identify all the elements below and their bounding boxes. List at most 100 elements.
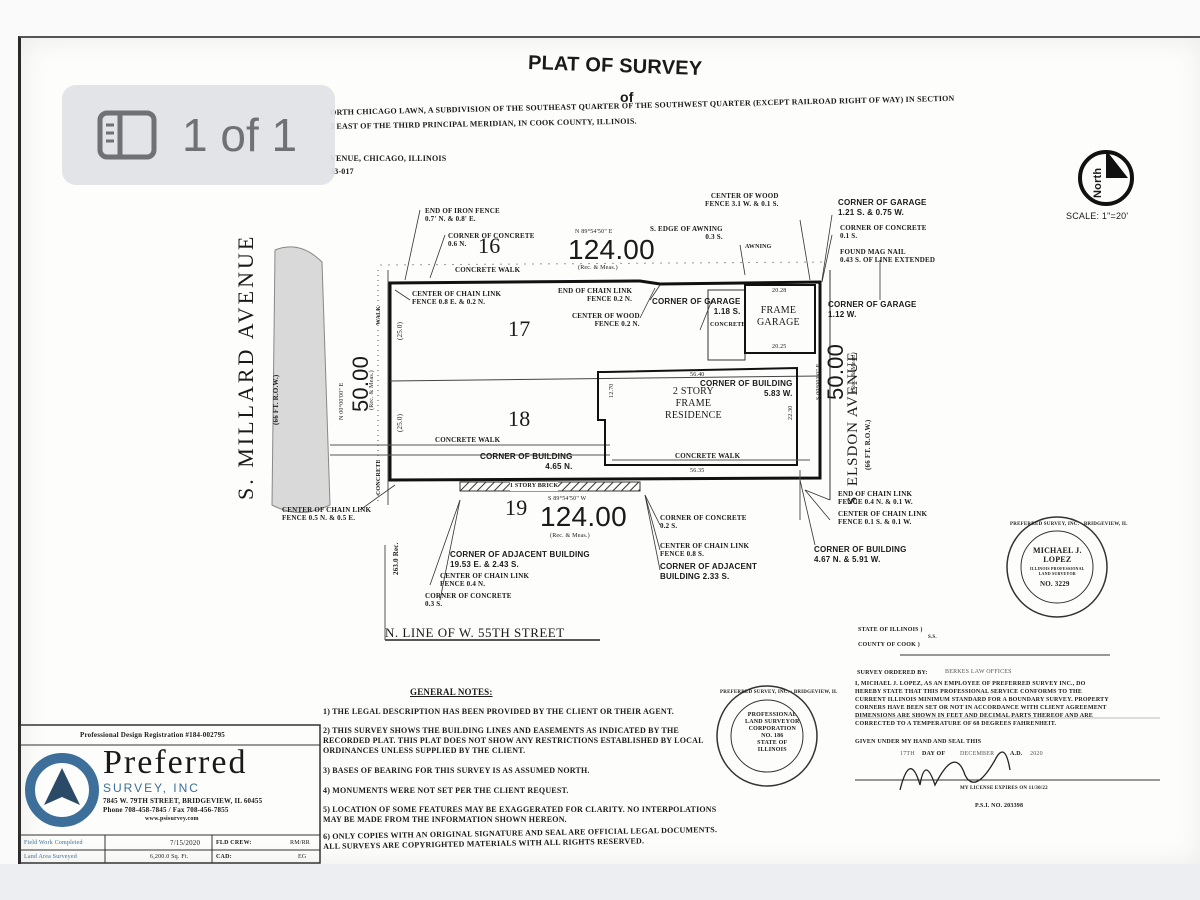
title-block-frame	[19, 724, 321, 864]
cert-psi: P.S.I. NO. 203398	[975, 803, 1024, 809]
frame-garage-label: FRAME GARAGE	[757, 305, 800, 328]
street-s-millard: S. MILLARD AVENUE	[233, 233, 258, 500]
lot-line	[389, 375, 821, 382]
seal-corporation-ring: PREFERRED SURVEY, INC. · BRIDGEVIEW, IL	[720, 690, 838, 695]
callout: CORNER OF CONCRETE 0.3 S.	[425, 592, 512, 608]
south-rec-meas: (Rec. & Meas.)	[550, 533, 590, 539]
callout: CORNER OF BUILDING 4.67 N. & 5.91 W.	[814, 545, 907, 564]
cert-ordered-label: SURVEY ORDERED BY:	[857, 670, 928, 676]
callout: CORNER OF CONCRETE 0.2 S.	[660, 514, 747, 530]
page-indicator-text: 1 of 1	[182, 109, 298, 161]
north-bearing: N 89°54'50" E	[575, 229, 613, 235]
crew-value: RM/RR	[290, 840, 311, 846]
cert-day-label: DAY OF	[922, 751, 946, 757]
south-street-line: N. LINE OF W. 55TH STREET	[385, 625, 565, 640]
north-arrow-icon	[1078, 150, 1134, 206]
elsdon-row: (66 FT. R.O.W.)	[864, 419, 872, 470]
signature	[899, 751, 1011, 791]
concrete-pad-label: CONCRETE	[710, 322, 746, 328]
south-distance: 124.00	[540, 501, 627, 532]
callout: FOUND MAG NAIL 0.43 S. OF LINE EXTENDED	[840, 248, 936, 264]
seal-surveyor-number: NO. 3229	[1040, 580, 1070, 588]
callout: CORNER OF BUILDING 5.83 W.	[700, 379, 793, 398]
south-distance: 263.0 Rec.	[392, 542, 400, 575]
cert-state: STATE OF ILLINOIS )	[858, 627, 923, 633]
land-area-label: Land Area Surveyed	[24, 854, 77, 860]
callout: CORNER OF ADJACENT BUILDING 19.53 E. & 2…	[450, 550, 590, 569]
callout: CENTER OF CHAIN LINK FENCE 0.8 E. & 0.2 …	[412, 290, 502, 306]
callout: S. EDGE OF AWNING 0.3 S.	[650, 225, 723, 241]
walk-label: WALK	[376, 305, 382, 325]
cert-county: COUNTY OF COOK )	[858, 642, 920, 648]
pin-number: 33-017	[330, 167, 354, 176]
seal-surveyor-title: ILLINOIS PROFESSIONAL LAND SURVEYOR	[1030, 566, 1085, 576]
page-layout-icon	[97, 110, 157, 160]
note-item: 3) BASES OF BEARING FOR THIS SURVEY IS A…	[323, 766, 590, 775]
callout: CORNER OF ADJACENT BUILDING 2.33 S.	[660, 562, 758, 581]
cert-ordered-by: BERKES LAW OFFICES	[945, 669, 1012, 675]
millard-road	[271, 246, 331, 513]
north-distance: 124.00	[568, 234, 655, 265]
cert-given: GIVEN UNDER MY HAND AND SEAL THIS	[855, 739, 982, 745]
title-of: of	[620, 89, 634, 105]
page-indicator[interactable]: 1 of 1	[62, 85, 335, 185]
callout: CENTER OF WOOD FENCE 3.1 W. & 0.1 S.	[705, 192, 779, 208]
garage-bottom-dim: 20.25	[772, 344, 787, 350]
note-item: 1) THE LEGAL DESCRIPTION HAS BEEN PROVID…	[323, 707, 675, 716]
concrete-label: CONCRETE	[376, 459, 382, 495]
east-distance: 50.00	[823, 343, 848, 400]
note-item: 4) MONUMENTS WERE NOT SET PER THE CLIENT…	[323, 786, 569, 795]
corporation-seal	[716, 685, 818, 787]
garage-top-dim: 20.28	[772, 288, 787, 294]
north-rec-meas: (Rec. & Meas.)	[578, 265, 618, 271]
viewer-bottom-bar	[0, 864, 1200, 900]
note-item: 2) THIS SURVEY SHOWS THE BUILDING LINES …	[323, 726, 704, 755]
preferred-logo	[25, 753, 99, 827]
callout: END OF IRON FENCE 0.7' N. & 0.8' E.	[425, 207, 500, 223]
cert-ad-label: A.D.	[1010, 751, 1023, 757]
cert-ss: S.S.	[928, 635, 937, 640]
field-work-label: Field Work Completed	[24, 840, 83, 846]
brick-building-label: 1 STORY BRICK	[510, 482, 559, 491]
callout: CENTER OF WOOD FENCE 0.2 N.	[572, 312, 640, 328]
west-bearing: N 00°00'00" E	[339, 382, 345, 420]
callout: CORNER OF GARAGE 1.21 S. & 0.75 W.	[838, 198, 927, 217]
design-registration: Professional Design Registration #184-00…	[80, 731, 225, 739]
company-sub: SURVEY, INC	[103, 781, 200, 795]
lot-16: 16	[478, 233, 501, 258]
leader-lines	[359, 209, 881, 601]
house-left-dim: 12.70	[609, 383, 615, 399]
callout: CORNER OF BUILDING 4.65 N.	[480, 452, 573, 471]
company-address: 7845 W. 79TH STREET, BRIDGEVIEW, IL 6045…	[103, 797, 263, 805]
cad-label: CAD:	[216, 854, 232, 860]
cert-month: DECEMBER	[960, 751, 995, 757]
company-name: Preferred	[103, 744, 248, 781]
seal-corporation-text: PROFESSIONAL LAND SURVEYOR CORPORATION N…	[745, 712, 800, 753]
garage-outline	[744, 284, 816, 354]
concrete-walk-top: CONCRETE WALK	[455, 266, 521, 274]
lot-17: 17	[508, 316, 531, 341]
cad-value: EG	[298, 854, 307, 860]
company-phone: Phone 708-458-7845 / Fax 708-456-7855	[103, 806, 229, 814]
west-rec-meas: (Rec. & Meas.)	[369, 370, 375, 410]
callout: CORNER OF CONCRETE 0.1 S.	[840, 224, 927, 240]
callout: CENTER OF CHAIN LINK FENCE 0.8 S.	[660, 542, 750, 558]
callout: CORNER OF GARAGE 1.18 S.	[652, 297, 741, 316]
concrete-walk-mid: CONCRETE WALK	[435, 436, 501, 444]
callout: CORNER OF CONCRETE 0.6 N.	[448, 232, 535, 248]
house-bottom-dim: 56.35	[690, 468, 705, 474]
east-rec-meas: (Rec. & Meas.)	[851, 352, 857, 392]
field-work-value: 7/15/2020	[170, 839, 201, 847]
cert-statement: I, MICHAEL J. LOPEZ, AS AN EMPLOYEE OF P…	[855, 681, 1109, 727]
millard-row: (66 FT. R.O.W.)	[272, 374, 280, 425]
property-address: VENUE, CHICAGO, ILLINOIS	[330, 154, 447, 163]
callout: CENTER OF CHAIN LINK FENCE 0.5 N. & 0.5 …	[282, 506, 372, 522]
concrete-walk-right: CONCRETE WALK	[675, 452, 741, 460]
east-bearing: S 00°00'00" E	[816, 363, 822, 400]
lot-18: 18	[508, 406, 531, 431]
west-half-top: (25.0)	[396, 321, 404, 340]
callout: CENTER OF CHAIN LINK FENCE 0.4 N.	[440, 572, 530, 588]
notes-heading: GENERAL NOTES:	[410, 687, 493, 697]
callout: CORNER OF GARAGE 1.12 W.	[828, 300, 917, 319]
